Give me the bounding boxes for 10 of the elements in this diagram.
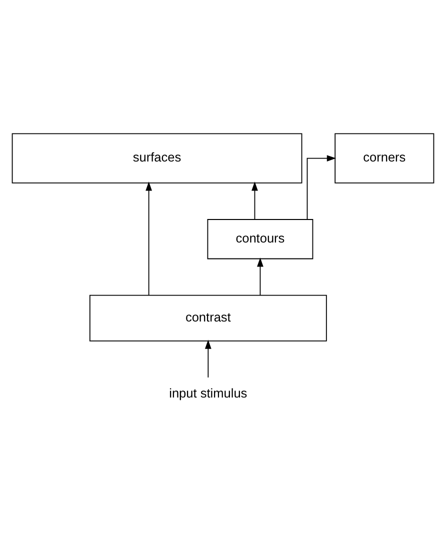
arrow — [306, 155, 336, 220]
arrow — [146, 182, 152, 296]
node-text: input stimulus — [169, 385, 248, 400]
arrow — [252, 182, 258, 220]
arrow — [257, 258, 264, 296]
node-box: contrast — [89, 294, 327, 342]
arrow — [204, 340, 212, 378]
node-box: contours — [207, 219, 314, 260]
node-box: surfaces — [12, 133, 302, 184]
node-box: corners — [334, 133, 434, 184]
